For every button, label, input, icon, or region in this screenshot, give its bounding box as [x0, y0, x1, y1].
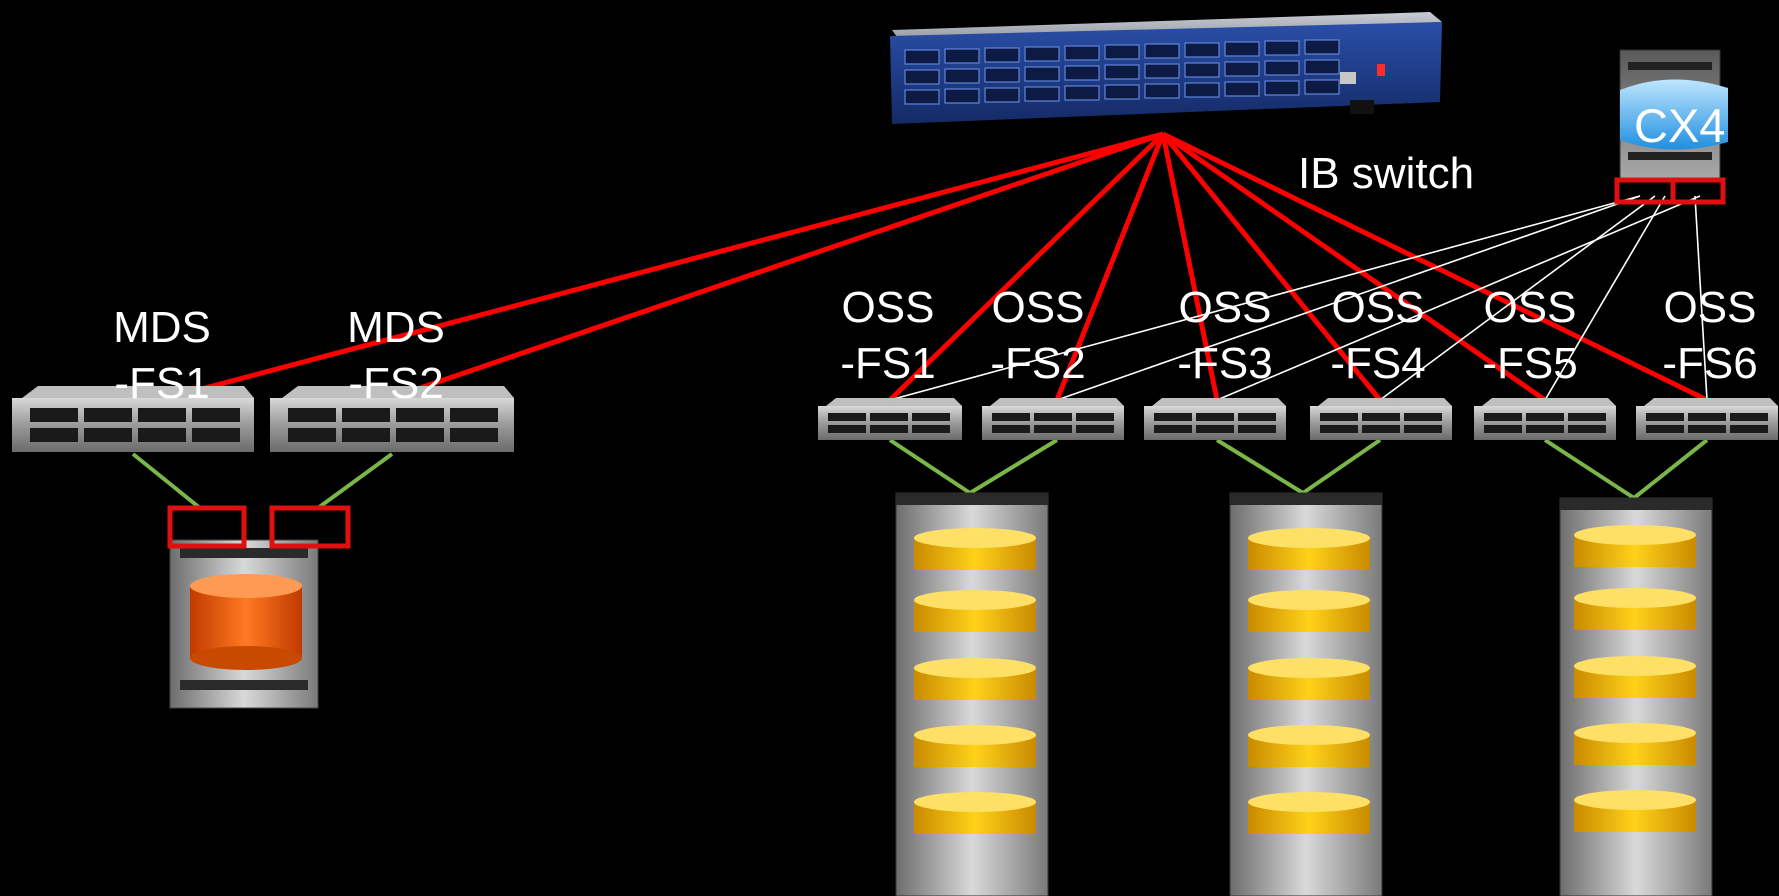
server-icon	[270, 386, 514, 452]
cx4-link-oss6	[1694, 195, 1708, 401]
ib-link-oss4	[1161, 132, 1382, 402]
server-icon	[1144, 398, 1286, 440]
server-icon	[982, 398, 1124, 440]
storage-links	[131, 438, 1709, 510]
mds1-label-line1: MDS	[113, 303, 211, 352]
oss4-storage-link	[1301, 438, 1382, 495]
cx4-links	[889, 195, 1708, 401]
ib-link-mds1	[159, 131, 1164, 403]
cx4-label: CX4	[1634, 99, 1725, 152]
disk-icon	[1574, 525, 1696, 567]
storage-rack-icon	[169, 539, 319, 709]
oss5-label-line2: -FS5	[1482, 339, 1577, 388]
disk-icon	[1574, 790, 1696, 832]
oss3-storage-link	[1215, 438, 1305, 495]
oss6-label-line1: OSS	[1664, 283, 1757, 332]
server-icon	[12, 386, 254, 452]
storage-rack-icon	[1559, 497, 1713, 896]
oss4-label-line1: OSS	[1332, 283, 1425, 332]
cx4-link-oss5	[1544, 195, 1666, 401]
ib-link-oss3	[1160, 133, 1220, 401]
disk-icon	[1248, 792, 1370, 834]
mds2-label-line2: -FS2	[348, 359, 443, 408]
ib-link-oss1	[888, 132, 1165, 402]
mds2-port-box	[269, 505, 351, 549]
disk-icon	[1248, 725, 1370, 767]
server-icon	[1474, 398, 1616, 440]
cx4-link-oss1	[889, 195, 1641, 401]
mds1-storage-link	[131, 452, 202, 510]
oss1-label-line1: OSS	[842, 283, 935, 332]
oss3-label-line1: OSS	[1179, 283, 1272, 332]
server-icon	[818, 398, 962, 440]
disk-icon	[914, 725, 1036, 767]
oss6-storage-link	[1632, 438, 1709, 500]
disk-icon	[1248, 658, 1370, 700]
oss1-storage-link	[888, 438, 972, 495]
cx4-storage-icon	[1614, 49, 1728, 205]
disk-icon	[1248, 528, 1370, 570]
oss2-label-line2: -FS2	[990, 339, 1085, 388]
cx4-port-box-left	[1614, 177, 1676, 205]
disk-icon	[914, 590, 1036, 632]
server-icon	[1310, 398, 1452, 440]
disk-icon	[1574, 723, 1696, 765]
oss2-storage-link	[968, 438, 1059, 495]
ib-link-oss5	[1161, 131, 1547, 403]
disk-icon	[190, 574, 302, 670]
cx4-port-box-right	[1670, 177, 1726, 205]
disk-icon	[1574, 588, 1696, 630]
cx4-link-oss2	[1056, 195, 1641, 401]
ib-switch-label: IB switch	[1298, 149, 1474, 198]
oss6-label-line2: -FS6	[1662, 339, 1757, 388]
mds1-port-box	[167, 505, 247, 549]
oss3-label-line2: -FS3	[1177, 339, 1272, 388]
cx4-link-oss4	[1379, 195, 1656, 401]
mds2-label-line1: MDS	[347, 303, 445, 352]
disk-icon	[1248, 590, 1370, 632]
storage-rack-icon	[1229, 492, 1383, 896]
oss2-label-line1: OSS	[992, 283, 1085, 332]
oss5-label-line1: OSS	[1484, 283, 1577, 332]
storage-rack-icon	[895, 492, 1049, 896]
mds1-label-line2: -FS1	[114, 359, 209, 408]
ib-switch-icon	[890, 12, 1442, 124]
ib-links	[159, 131, 1709, 403]
cx4-link-oss3	[1216, 195, 1701, 401]
disk-icon	[1574, 656, 1696, 698]
ib-link-mds2	[384, 131, 1164, 403]
mds2-storage-link	[316, 452, 394, 510]
server-icon	[1636, 398, 1778, 440]
ib-link-oss2	[1054, 133, 1166, 401]
oss-servers	[818, 398, 1778, 440]
oss5-storage-link	[1543, 438, 1636, 500]
disk-icon	[914, 528, 1036, 570]
oss1-label-line2: -FS1	[840, 339, 935, 388]
disk-icon	[914, 658, 1036, 700]
disk-icon	[914, 792, 1036, 834]
oss4-label-line2: -FS4	[1330, 339, 1425, 388]
